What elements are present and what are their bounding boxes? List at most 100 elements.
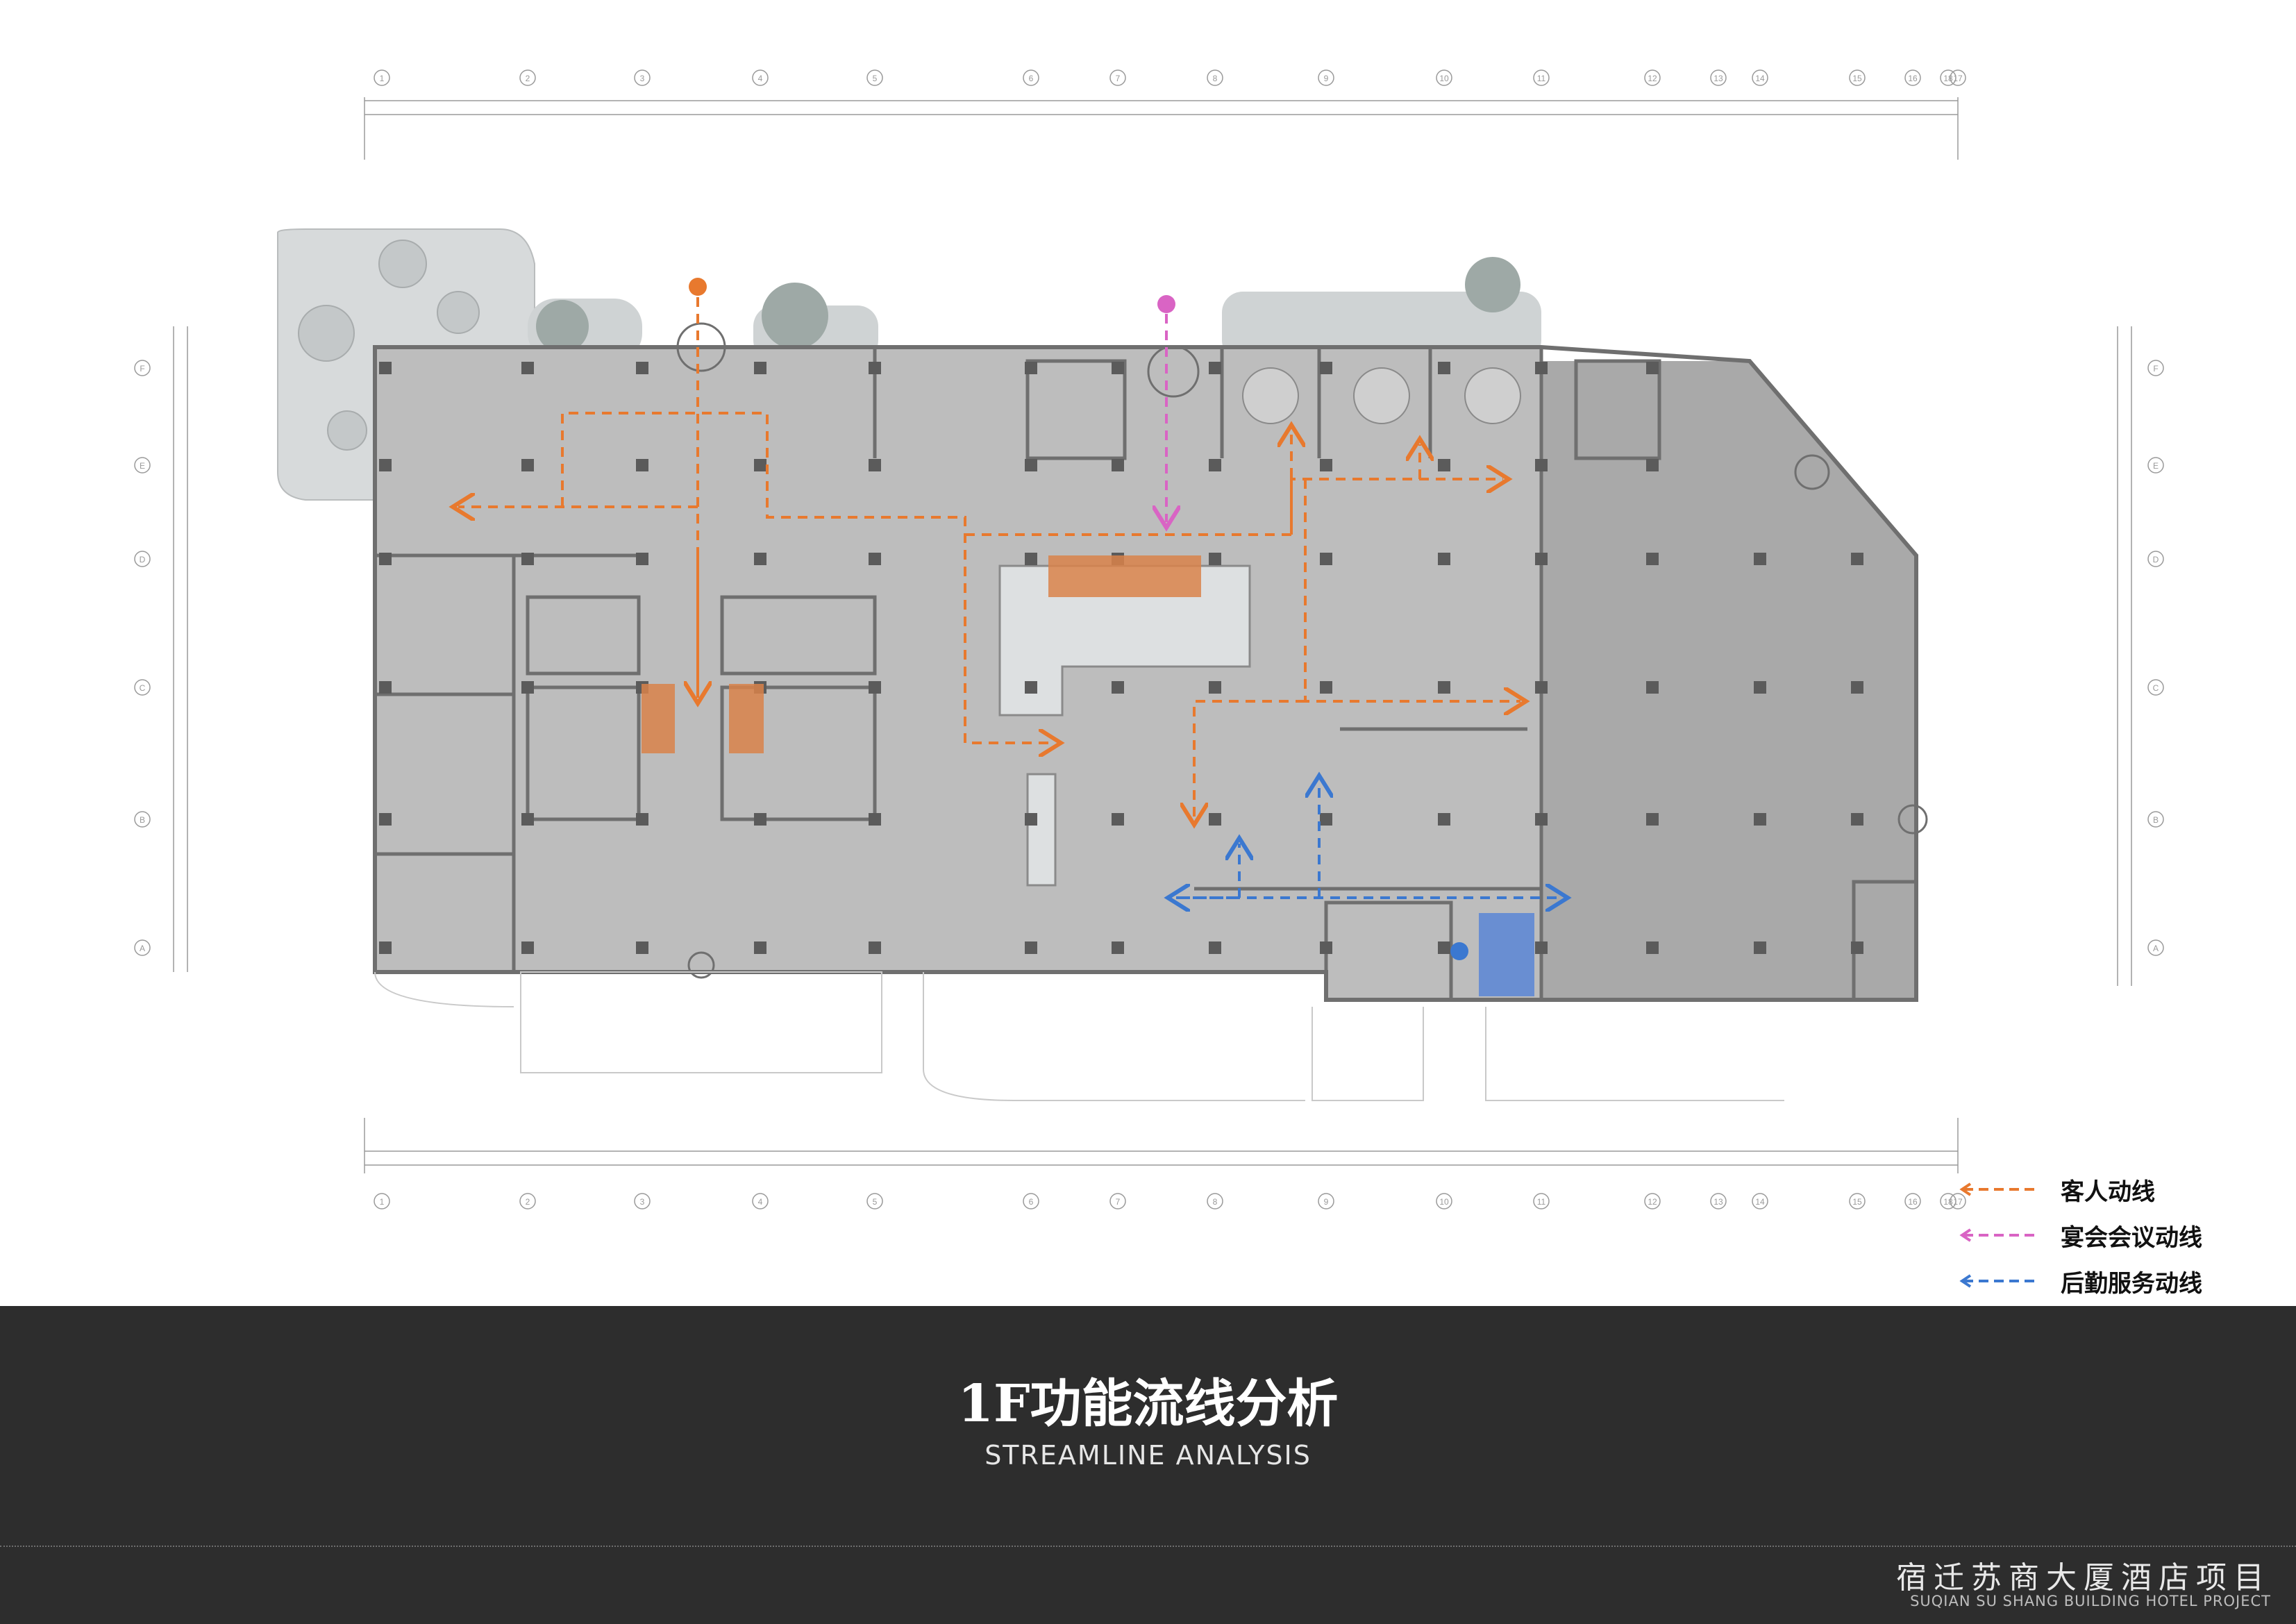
column bbox=[636, 459, 648, 471]
column bbox=[1320, 813, 1332, 826]
right-axis-A-label: A bbox=[2153, 944, 2159, 953]
flow-legend: 客人动线 宴会会议动线 后勤服务动线 bbox=[1958, 1166, 2277, 1304]
guest-flow-paths bbox=[458, 278, 1520, 819]
column bbox=[1754, 553, 1766, 565]
column bbox=[869, 553, 881, 565]
right-axis-A-circle bbox=[2147, 939, 2164, 956]
column bbox=[1646, 362, 1659, 374]
column bbox=[754, 813, 766, 826]
column bbox=[1025, 681, 1037, 694]
column bbox=[1851, 553, 1863, 565]
left-axis-D-label: D bbox=[140, 555, 146, 564]
column bbox=[379, 459, 392, 471]
column bbox=[754, 362, 766, 374]
bottom-axis-8-label: 8 bbox=[1213, 1197, 1218, 1207]
left-axis-B-circle bbox=[134, 811, 151, 828]
site-outlines bbox=[374, 971, 1784, 1101]
column bbox=[1112, 362, 1124, 374]
top-axis-4-circle bbox=[752, 69, 769, 86]
left-axis-E-circle bbox=[134, 457, 151, 474]
bottom-axis-12-circle bbox=[1644, 1193, 1661, 1209]
bottom-axis-14-label: 14 bbox=[1755, 1197, 1765, 1207]
column bbox=[1851, 813, 1863, 826]
column bbox=[521, 459, 534, 471]
bottom-axis-12-label: 12 bbox=[1648, 1197, 1657, 1207]
column bbox=[1438, 681, 1450, 694]
bottom-axis-9-label: 9 bbox=[1324, 1197, 1329, 1207]
page-title: 1F功能流线分析 bbox=[957, 1374, 1339, 1434]
top-axis-5-circle bbox=[866, 69, 883, 86]
banquet-tables bbox=[1242, 367, 1521, 424]
column bbox=[1535, 813, 1548, 826]
footer-divider bbox=[0, 1546, 2296, 1547]
column bbox=[1535, 459, 1548, 471]
top-axis-10-circle bbox=[1436, 69, 1452, 86]
legend-swatch-guest-flow bbox=[1959, 1182, 2038, 1196]
bottom-axis-14-circle bbox=[1752, 1193, 1768, 1209]
bottom-axis-13-label: 13 bbox=[1713, 1197, 1723, 1207]
bottom-dimension-lines bbox=[364, 1118, 1959, 1173]
column bbox=[1112, 681, 1124, 694]
top-axis-13-label: 13 bbox=[1713, 74, 1723, 83]
bottom-axis-18-label: 18 bbox=[1943, 1197, 1953, 1207]
column bbox=[1025, 362, 1037, 374]
column bbox=[636, 941, 648, 954]
column bbox=[1320, 362, 1332, 374]
column bbox=[1438, 941, 1450, 954]
elevator-highlights bbox=[642, 555, 1534, 996]
column bbox=[1646, 941, 1659, 954]
column bbox=[1754, 813, 1766, 826]
right-axis-B-circle bbox=[2147, 811, 2164, 828]
column bbox=[1438, 459, 1450, 471]
column bbox=[1112, 941, 1124, 954]
top-axis-7-circle bbox=[1109, 69, 1126, 86]
bottom-axis-11-circle bbox=[1533, 1193, 1550, 1209]
column bbox=[754, 459, 766, 471]
column bbox=[1535, 362, 1548, 374]
top-axis-9-label: 9 bbox=[1324, 74, 1329, 83]
top-axis-10-label: 10 bbox=[1439, 74, 1449, 83]
bottom-axis-6-circle bbox=[1023, 1193, 1039, 1209]
top-axis-6-circle bbox=[1023, 69, 1039, 86]
bottom-axis-18-circle bbox=[1940, 1193, 1956, 1209]
bottom-axis-1-label: 1 bbox=[380, 1197, 385, 1207]
column bbox=[1438, 362, 1450, 374]
column bbox=[379, 362, 392, 374]
bottom-axis-5-circle bbox=[866, 1193, 883, 1209]
column bbox=[1535, 681, 1548, 694]
column bbox=[1209, 459, 1221, 471]
project-name-en: SUQIAN SU SHANG BUILDING HOTEL PROJECT bbox=[1910, 1593, 2271, 1609]
bottom-axis-3-circle bbox=[634, 1193, 651, 1209]
top-axis-18-label: 18 bbox=[1943, 74, 1953, 83]
column bbox=[1320, 553, 1332, 565]
column bbox=[521, 681, 534, 694]
left-axis-A-circle bbox=[134, 939, 151, 956]
footer-band bbox=[0, 1306, 2296, 1624]
top-axis-2-label: 2 bbox=[526, 74, 530, 83]
bottom-axis-15-circle bbox=[1849, 1193, 1866, 1209]
left-axis-C-circle bbox=[134, 679, 151, 696]
column bbox=[636, 362, 648, 374]
project-name: 宿迁苏商大厦酒店项目 bbox=[1896, 1560, 2271, 1596]
bottom-axis-4-label: 4 bbox=[758, 1197, 763, 1207]
column bbox=[1025, 941, 1037, 954]
column bbox=[1646, 813, 1659, 826]
bottom-axis-10-circle bbox=[1436, 1193, 1452, 1209]
top-axis-8-circle bbox=[1207, 69, 1223, 86]
bottom-axis-5-label: 5 bbox=[873, 1197, 878, 1207]
bottom-axis-13-circle bbox=[1710, 1193, 1727, 1209]
service-flow-entry-dot bbox=[1450, 942, 1468, 960]
column bbox=[1320, 459, 1332, 471]
revolving-doors bbox=[676, 322, 1928, 979]
column bbox=[1025, 459, 1037, 471]
left-axis-E-label: E bbox=[140, 461, 145, 471]
bottom-axis-15-label: 15 bbox=[1852, 1197, 1862, 1207]
left-axis-D-circle bbox=[134, 551, 151, 567]
column bbox=[1025, 813, 1037, 826]
column bbox=[1209, 813, 1221, 826]
building-floor bbox=[373, 345, 1918, 1002]
right-axis-D-label: D bbox=[2153, 555, 2159, 564]
top-axis-12-label: 12 bbox=[1648, 74, 1657, 83]
